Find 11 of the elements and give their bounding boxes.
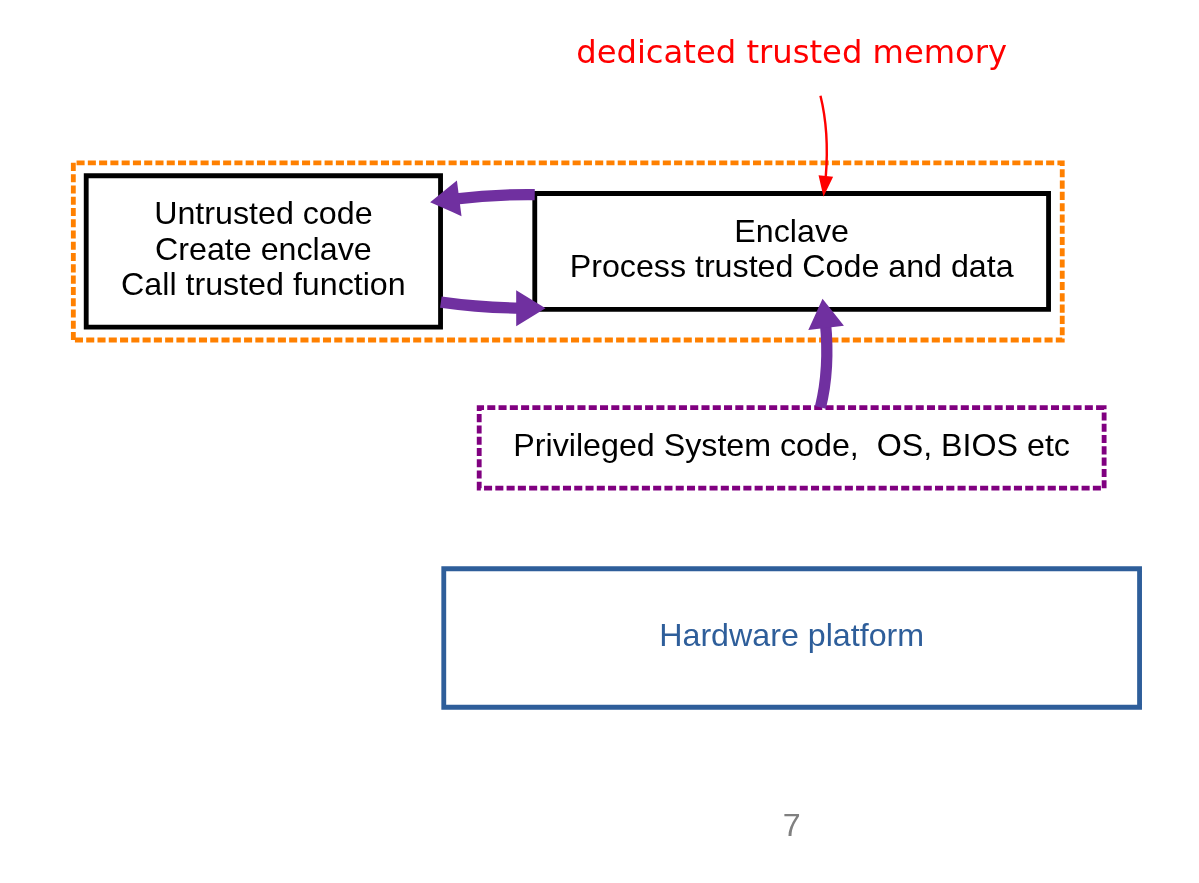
arrow xyxy=(429,180,535,217)
cluster xyxy=(70,160,1065,343)
arrow xyxy=(818,95,833,197)
arrow xyxy=(807,298,844,409)
arrow xyxy=(439,290,545,327)
node-box: Untrusted code Create enclave Call trusted function xyxy=(83,173,443,330)
label: 7 xyxy=(782,807,801,844)
node-text: dedicated trusted memory xyxy=(575,33,1007,71)
node-box: Enclave Process trusted Code and data xyxy=(531,191,1051,312)
node-box: Privileged System code, OS, BIOS etc xyxy=(476,405,1107,491)
node-box: Hardware platform xyxy=(440,566,1142,710)
